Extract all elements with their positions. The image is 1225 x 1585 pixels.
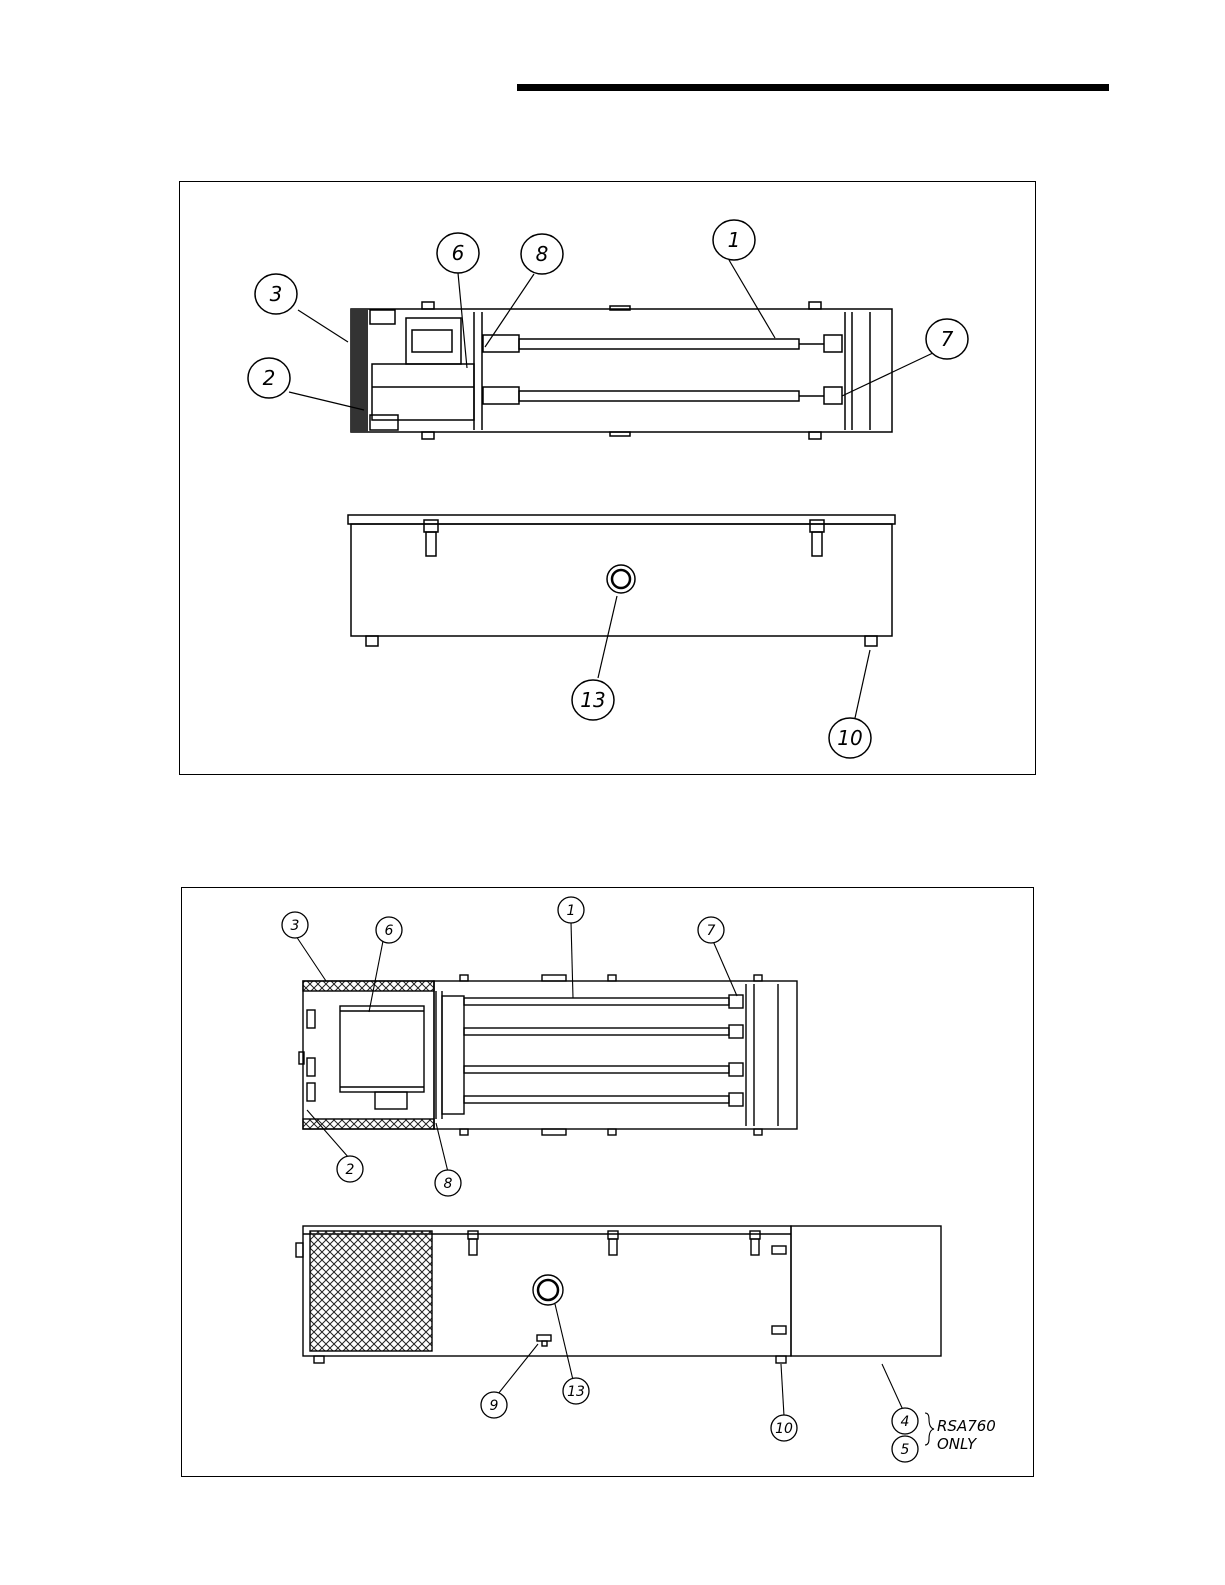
callout-8: 8 [536, 242, 549, 266]
callout-7: 7 [941, 327, 954, 351]
header-rule [517, 84, 1109, 91]
figure-bottom-panel: 3 6 1 7 2 8 9 13 10 4 5 RSA760 ONLY [181, 887, 1034, 1477]
fig2-ballast [340, 1006, 424, 1092]
model-note-line1: RSA760 [937, 1417, 996, 1435]
side-view-housing [351, 524, 892, 636]
ballast-box [372, 364, 474, 420]
callout-10: 10 [837, 726, 862, 750]
figure-top-panel: 3 2 6 8 1 7 13 10 [179, 181, 1036, 775]
fig2-callout-9: 9 [490, 1398, 499, 1414]
fig2-extension-housing [791, 1226, 941, 1356]
figure-bottom-drawing: 3 6 1 7 2 8 9 13 10 4 5 [182, 888, 1035, 1478]
fig2-callout-3: 3 [291, 918, 300, 934]
fig2-filter-compartment [303, 981, 434, 1129]
fig2-mesh-grille [310, 1231, 432, 1351]
fig2-callout-1: 1 [567, 903, 576, 919]
callout-13: 13 [580, 688, 605, 712]
top-view-housing [351, 309, 892, 432]
figure-top-drawing: 3 2 6 8 1 7 13 10 [180, 182, 1037, 776]
fig2-callout-5: 5 [901, 1442, 910, 1458]
callout-3: 3 [270, 282, 283, 306]
fig2-callout-8: 8 [444, 1176, 453, 1192]
fig2-callout-7: 7 [707, 923, 716, 939]
filter-hatched [351, 309, 368, 432]
model-note-line2: ONLY [937, 1435, 976, 1453]
callout-6: 6 [452, 241, 465, 265]
fig2-callout-6: 6 [385, 923, 394, 939]
fig2-callout-2: 2 [346, 1162, 355, 1178]
fig2-callout-13: 13 [567, 1384, 585, 1400]
fig2-callout-10: 10 [775, 1421, 793, 1437]
fig2-callout-4: 4 [901, 1414, 910, 1430]
callout-2: 2 [263, 366, 276, 390]
callout-1: 1 [728, 228, 741, 252]
